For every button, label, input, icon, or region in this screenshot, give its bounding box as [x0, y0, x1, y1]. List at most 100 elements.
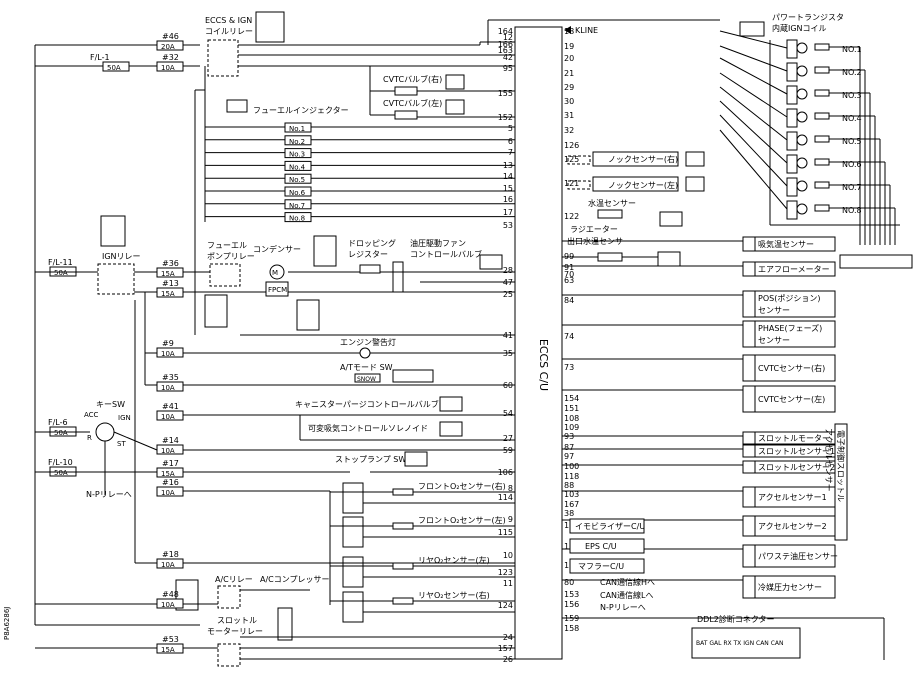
knock-l-label: ノックセンサー(左)	[608, 180, 678, 190]
o2-fr-label: フロントO₂センサー(右)	[418, 481, 506, 491]
injector-label: No.3	[289, 151, 305, 159]
injector-label: No.8	[289, 215, 305, 223]
fuse-46-amp: 20A	[161, 43, 175, 51]
ecu-left-pin: 17	[503, 208, 513, 217]
ecu-left-pin: 164	[498, 27, 513, 36]
fuse-32-name: #32	[162, 53, 179, 62]
o2-heater	[392, 562, 414, 570]
sensor-pins	[742, 431, 756, 445]
ecu-left-pin: 14	[503, 172, 513, 181]
o2-connector	[342, 556, 364, 588]
coil-connector	[786, 154, 798, 174]
fpcm-label: FPCM	[268, 286, 287, 294]
fuse-35-name: #35	[162, 373, 179, 382]
ecu-right-pin: 153	[564, 590, 579, 599]
coil-transistor	[796, 88, 808, 100]
ecu-right-pin: 158	[564, 624, 579, 633]
ddl2-connector	[691, 627, 801, 659]
injector-label: No.4	[289, 163, 306, 171]
sensor-pins	[742, 290, 756, 318]
sensor-pins	[742, 236, 756, 252]
coil-winding	[814, 89, 830, 97]
injector-label: No.7	[289, 202, 305, 210]
muffler-box	[569, 558, 645, 574]
fuse-35-amp: 10A	[161, 384, 175, 392]
ecu-right-pin: 29	[564, 83, 574, 92]
power-tr-label-2: 内蔵IGNコイル	[772, 23, 827, 33]
sensor-box	[754, 290, 836, 318]
sensor-label: POS(ポジション)	[758, 294, 820, 303]
coil-transistor	[796, 42, 808, 54]
elec-throttle-label: 電子制御スロットル	[836, 430, 846, 502]
ecu-left-pin: 95	[503, 64, 513, 73]
injector-label: No.6	[289, 189, 306, 197]
sensor-label: CVTCセンサー(右)	[758, 363, 825, 373]
ecu-right-pin: 32	[564, 126, 574, 135]
sensor-box	[754, 385, 836, 413]
ecu-left-pin: 155	[498, 89, 513, 98]
sensor-pins	[742, 385, 756, 413]
throttle-relay-label-1: スロットル	[217, 616, 257, 625]
coil-winding	[814, 158, 830, 166]
ecu-left-pin: 54	[503, 409, 513, 418]
fuse-48-name: #48	[162, 590, 179, 599]
sensor-label-2: センサー	[758, 306, 790, 315]
fuse-18-amp: 10A	[161, 561, 175, 569]
ecu-box	[514, 26, 563, 660]
sensor-label: 吸気温センサー	[758, 239, 814, 249]
fuse-53-name: #53	[162, 635, 179, 644]
eccs-relay-label-2: コイルリレー	[205, 27, 253, 36]
ecu-right-pin: 74	[564, 332, 574, 341]
ecu-right-pin: 18	[564, 27, 574, 36]
coil-label: NO.6	[842, 160, 862, 169]
coil-winding	[814, 135, 830, 143]
ecu-left-pin: 53	[503, 221, 513, 230]
fuse-fl6-amp: 50A	[54, 429, 68, 437]
fan-valve-label-1: 油圧駆動ファン	[410, 238, 466, 248]
dropping-label-1: ドロッピング	[348, 238, 396, 248]
coil-connector	[786, 85, 798, 105]
eps-box	[569, 538, 645, 554]
dropping-label-2: レジスター	[348, 250, 388, 259]
eccs-relay-label-1: ECCS & IGN	[205, 16, 252, 25]
ecu-left-pin: 8	[508, 484, 513, 493]
sensor-pins	[742, 460, 756, 474]
coil-winding	[814, 43, 830, 51]
sensor-label-2: センサー	[758, 336, 790, 345]
sensor-pins	[742, 320, 756, 348]
ac-relay	[217, 585, 241, 609]
ecu-right-pin: 100	[564, 462, 579, 471]
fuse-fl1-name: F/L-1	[90, 53, 110, 62]
coil-label: NO.1	[842, 45, 862, 54]
sensor-pins	[742, 486, 756, 508]
ecu-right-pin: 31	[564, 111, 574, 120]
engine-lamp-label: エンジン警告灯	[340, 337, 396, 347]
ecu-left-pin: 5	[508, 124, 513, 133]
coil-label: NO.7	[842, 183, 862, 192]
o2-fl-label: フロントO₂センサー(左)	[418, 515, 506, 525]
fuse-14-name: #14	[162, 436, 179, 445]
o2-connector	[342, 482, 364, 514]
ecu-left-pins: 1641216616342951551525671314151617532847…	[498, 27, 513, 664]
o2-rl-label: リヤO₂センサー(左)	[418, 555, 490, 565]
o2-connector	[342, 591, 364, 623]
fuse-13-name: #13	[162, 279, 179, 288]
ddl2-pins: BAT GAL RX TX IGN CAN CAN	[696, 640, 784, 647]
ecu-right-pin: 97	[564, 452, 574, 461]
can-l-label: CAN通信線Lへ	[600, 590, 654, 600]
r-label: R	[87, 434, 92, 442]
fuse-46-name: #46	[162, 32, 179, 41]
o2-heater	[392, 488, 414, 496]
fuse-fl11-amp: 50A	[54, 269, 68, 277]
coil-transistor	[796, 203, 808, 215]
sensor-pins	[742, 575, 756, 599]
fuse-16-name: #16	[162, 478, 179, 487]
ecu-left-pin: 114	[498, 493, 513, 502]
fuse-35	[156, 381, 184, 392]
ecu-left-pin: 27	[503, 434, 513, 443]
coil-connector	[786, 108, 798, 128]
fuel-pump-relay	[209, 263, 241, 287]
fuse-36-name: #36	[162, 259, 179, 268]
ign-relay-label: IGNリレー	[102, 252, 141, 261]
